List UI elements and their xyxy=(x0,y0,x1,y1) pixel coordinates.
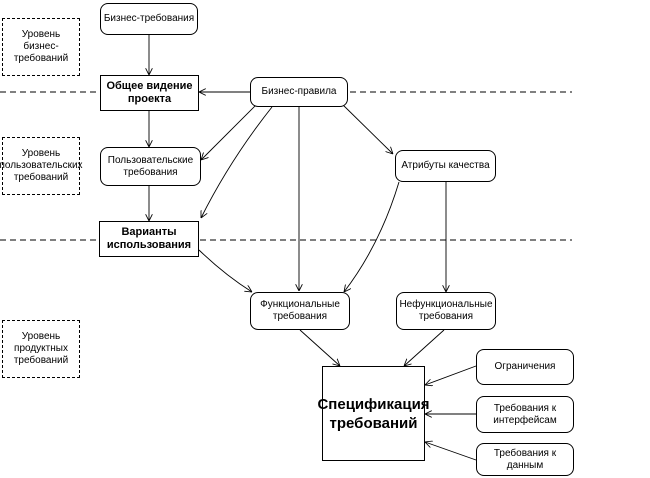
level-user-requirements: Уровень пользовательских требований xyxy=(0,137,83,195)
node-use-cases: Варианты использования xyxy=(99,221,199,257)
arrow-data-to-spec xyxy=(425,442,477,461)
arrow-functional-to-spec xyxy=(299,329,340,366)
node-user-requirements: Пользовательские требования xyxy=(100,147,201,186)
arrow-quality-to-functional xyxy=(344,181,400,292)
level-product-requirements: Уровень продуктных требований xyxy=(2,320,80,378)
node-project-vision: Общее видение проекта xyxy=(100,75,199,111)
node-business-requirements: Бизнес-требования xyxy=(100,3,198,35)
arrow-rules-to-user xyxy=(201,102,259,160)
arrow-usecases-to-functional xyxy=(198,249,252,292)
node-data-requirements: Требования к данным xyxy=(476,443,574,476)
node-business-rules: Бизнес-правила xyxy=(250,77,348,107)
node-nonfunctional-requirements: Нефункциональные требования xyxy=(396,292,496,330)
node-constraints: Ограничения xyxy=(476,349,574,385)
node-interface-requirements: Требования к интерфейсам xyxy=(476,396,574,433)
level-business-requirements: Уровень бизнес- требований xyxy=(2,18,80,76)
node-functional-requirements: Функциональные требования xyxy=(250,292,350,330)
node-quality-attributes: Атрибуты качества xyxy=(395,150,496,182)
arrow-nonfunctional-to-spec xyxy=(404,329,445,366)
node-requirements-specification: Спецификация требований xyxy=(317,366,430,461)
arrow-constraints-to-spec xyxy=(425,365,477,385)
arrow-rules-to-quality xyxy=(340,102,393,154)
arrow-rules-to-usecases xyxy=(201,106,273,218)
